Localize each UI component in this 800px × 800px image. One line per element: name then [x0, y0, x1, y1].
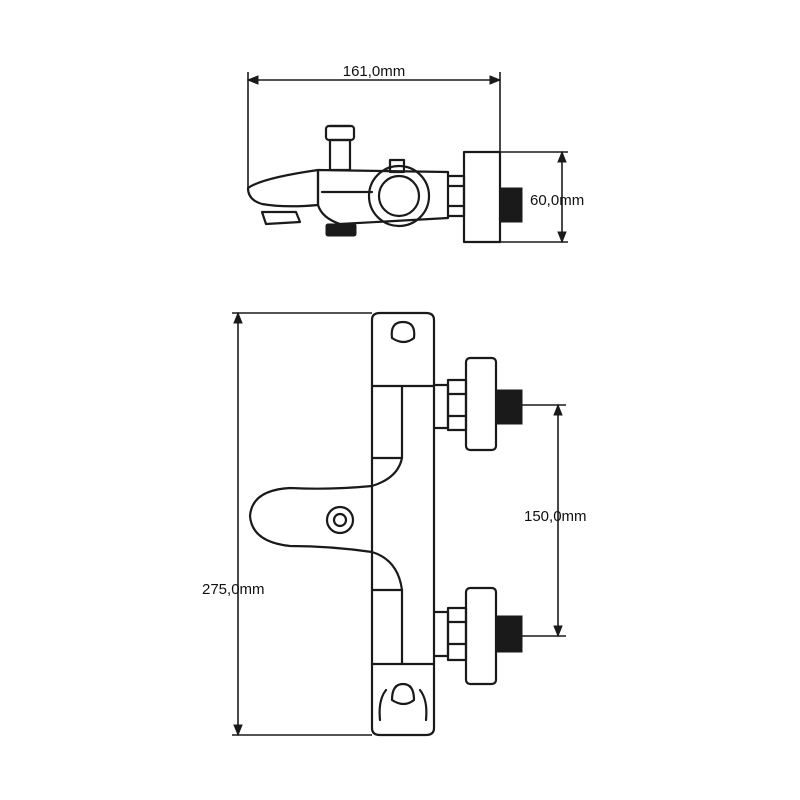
width-label: 161,0mm	[343, 63, 406, 80]
side-connector-nut	[446, 174, 466, 218]
control-knob-inner	[377, 174, 421, 218]
side-wall-plate	[462, 150, 502, 244]
side-thread	[499, 187, 523, 223]
height-label: 275,0mm	[202, 581, 265, 598]
valve-body	[316, 168, 450, 226]
spout-hole-inner	[332, 512, 348, 528]
spout-body	[246, 168, 320, 208]
bottom-handle	[325, 223, 357, 237]
lower-connector	[432, 586, 523, 686]
depth-dimension: 60,0mm	[500, 150, 584, 244]
centers-dimension: 150,0mm	[522, 403, 587, 638]
lower-wall-plate	[464, 586, 498, 686]
bottom-cap-slot	[390, 682, 416, 706]
height-dimension: 275,0mm	[202, 311, 372, 737]
control-knob-outer	[367, 164, 431, 228]
spout-outlet	[260, 210, 302, 226]
depth-label: 60,0mm	[530, 192, 584, 209]
upper-connector	[432, 356, 523, 452]
top-cap-slot	[390, 320, 416, 344]
diverter-knob	[324, 124, 356, 142]
main-body	[370, 311, 436, 737]
front-view	[248, 311, 523, 737]
side-view	[246, 124, 523, 244]
upper-wall-plate	[464, 356, 498, 452]
centers-label: 150,0mm	[524, 508, 587, 525]
diverter-stem	[328, 138, 352, 172]
width-dimension: 161,0mm	[246, 63, 502, 188]
spout-hole-outer	[325, 505, 355, 535]
front-spout	[248, 456, 404, 592]
